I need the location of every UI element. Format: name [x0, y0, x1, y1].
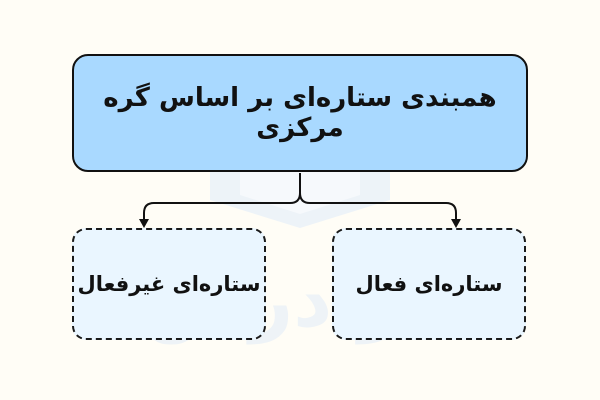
child-node-passive-star: ستاره‌ای غیرفعال	[72, 228, 266, 340]
branch-connector-right	[299, 192, 457, 221]
root-node: همبندی ستاره‌ای بر اساس گره مرکزی	[72, 54, 528, 172]
arrow-left-icon	[139, 219, 149, 228]
child-node-label: ستاره‌ای غیرفعال	[77, 272, 261, 296]
child-node-active-star: ستاره‌ای فعال	[332, 228, 526, 340]
child-node-label: ستاره‌ای فعال	[355, 272, 503, 296]
trunk-connector	[143, 173, 301, 221]
root-node-label: همبندی ستاره‌ای بر اساس گره مرکزی	[103, 83, 497, 143]
arrow-right-icon	[451, 219, 461, 228]
